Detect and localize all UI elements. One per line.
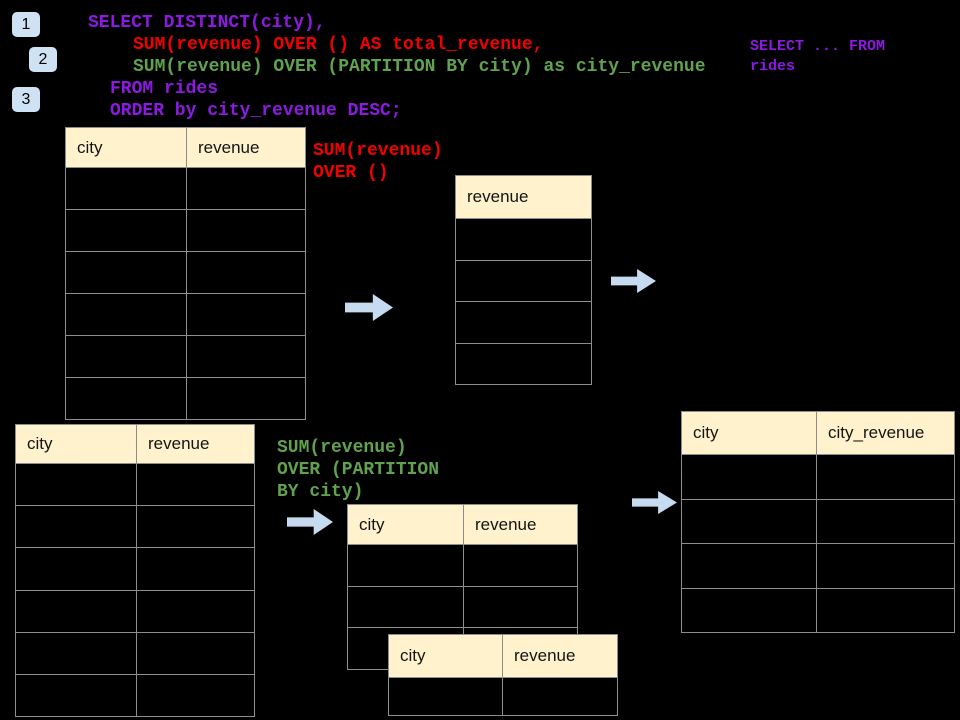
annotation-partition-line-3: BY city) <box>277 482 364 502</box>
sql-line-sum-over: SUM(revenue) OVER () AS total_revenue, <box>133 35 544 55</box>
side-note-line-2: rides <box>750 58 796 75</box>
column-header-city: city <box>15 424 137 464</box>
table-row <box>347 585 578 628</box>
arrow-right-icon <box>345 294 393 321</box>
table-row <box>65 167 306 210</box>
table-row <box>65 335 306 378</box>
table-row <box>455 218 592 261</box>
table-row <box>681 498 955 544</box>
arrow-right-icon <box>632 491 677 514</box>
step-badge-1: 1 <box>12 12 40 37</box>
table-row <box>388 677 618 716</box>
column-header-city-revenue: city_revenue <box>816 411 955 455</box>
column-header-revenue: revenue <box>186 127 306 168</box>
table-row <box>455 301 592 344</box>
step-badge-3: 3 <box>12 87 40 112</box>
annotation-partition-line-2: OVER (PARTITION <box>277 460 440 480</box>
column-header-revenue: revenue <box>455 175 592 219</box>
table-row <box>65 251 306 294</box>
sql-line-from: FROM rides <box>110 79 219 99</box>
table-source-rides-bottom: city revenue <box>15 424 255 718</box>
table-row <box>65 377 306 420</box>
table-row <box>65 209 306 252</box>
column-header-revenue: revenue <box>502 634 618 678</box>
side-note-line-1: SELECT ... FROM <box>750 38 886 55</box>
step-badge-2: 2 <box>29 47 57 72</box>
annotation-partition-line-1: SUM(revenue) <box>277 438 407 458</box>
table-row <box>15 547 255 591</box>
sql-line-sum-partition: SUM(revenue) OVER (PARTITION BY city) as… <box>133 57 706 77</box>
table-row <box>15 631 255 675</box>
table-row <box>455 259 592 302</box>
column-header-revenue: revenue <box>463 504 578 545</box>
column-header-city: city <box>347 504 464 545</box>
column-header-city: city <box>681 411 817 455</box>
table-row <box>681 454 955 500</box>
table-row <box>15 589 255 633</box>
table-partition-group-2: city revenue <box>388 634 618 716</box>
annotation-total-revenue-line-2: OVER () <box>313 163 389 183</box>
table-row <box>681 543 955 589</box>
sql-line-select: SELECT DISTINCT(city), <box>88 13 326 33</box>
table-revenue-only: revenue <box>455 175 592 385</box>
table-row <box>65 293 306 336</box>
sql-line-order-by: ORDER by city_revenue DESC; <box>110 101 402 121</box>
column-header-city: city <box>388 634 503 678</box>
column-header-revenue: revenue <box>136 424 255 464</box>
arrow-right-icon <box>611 269 656 293</box>
annotation-total-revenue-line-1: SUM(revenue) <box>313 141 443 161</box>
column-header-city: city <box>65 127 187 168</box>
arrow-right-icon <box>287 509 333 535</box>
table-row <box>15 673 255 718</box>
table-source-rides-top: city revenue <box>65 127 306 420</box>
table-row <box>455 342 592 385</box>
table-row <box>681 587 955 633</box>
table-result-city-revenue: city city_revenue <box>681 411 955 633</box>
table-row <box>15 505 255 549</box>
table-row <box>347 544 578 587</box>
table-row <box>15 462 255 507</box>
